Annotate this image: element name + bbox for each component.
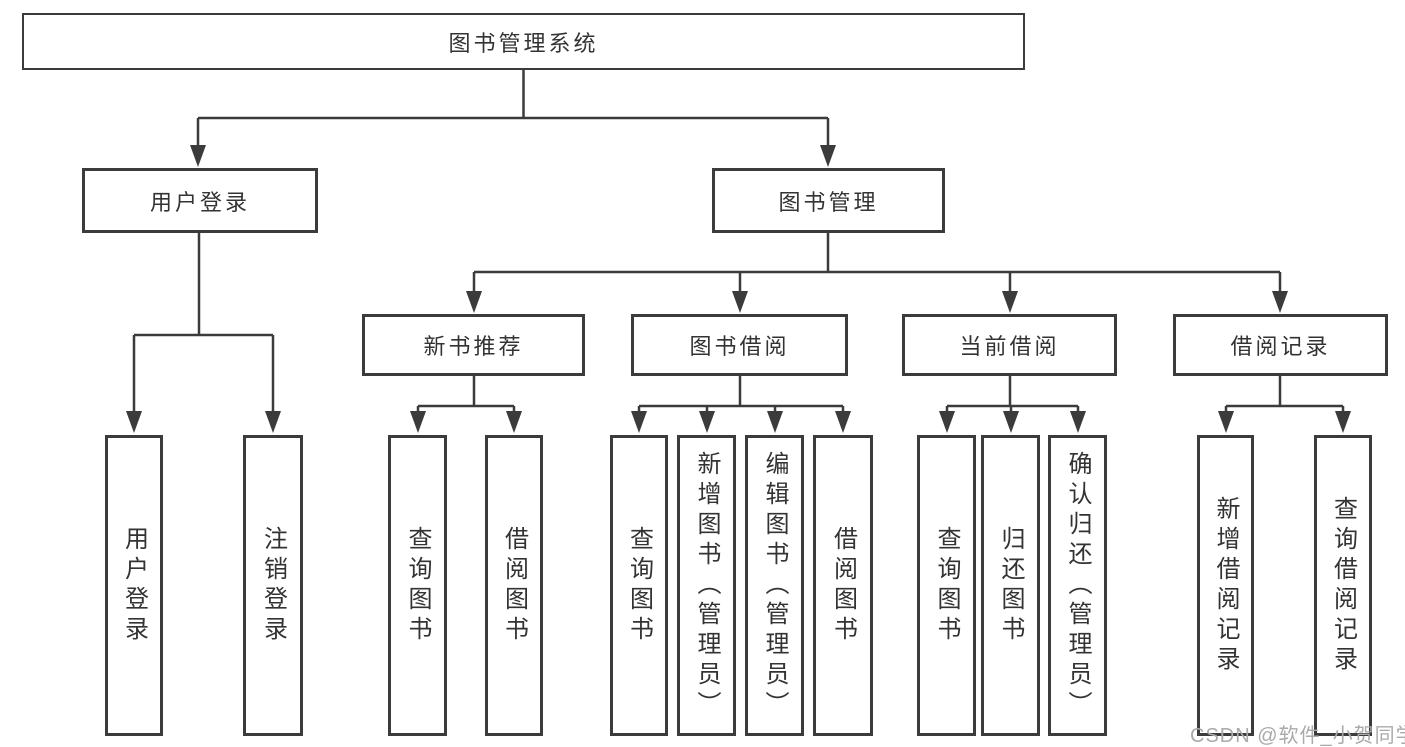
node-new-book-recommend-label: 新书推荐 xyxy=(423,334,524,359)
node-root-label: 图书管理系统 xyxy=(448,30,599,56)
node-borrow-records-label: 借阅记录 xyxy=(1230,334,1331,359)
watermark: CSDN @软件_小贺同学 xyxy=(1190,725,1405,747)
node-new-book-recommend: 新书推荐 xyxy=(362,314,585,376)
leaf-edit-books-admin-label: 编辑图书（管理员） xyxy=(761,450,788,721)
leaf-query-borrow-record: 查询借阅记录 xyxy=(1314,435,1372,736)
leaf-recommend-borrow-books-label: 借阅图书 xyxy=(500,525,528,646)
leaf-confirm-return-admin: 确认归还（管理员） xyxy=(1048,435,1107,736)
leaf-query-borrow-record-label: 查询借阅记录 xyxy=(1329,495,1357,676)
leaf-confirm-return-admin-label: 确认归还（管理员） xyxy=(1064,450,1091,721)
node-book-borrowing-label: 图书借阅 xyxy=(689,334,790,359)
leaf-edit-books-admin: 编辑图书（管理员） xyxy=(745,435,804,736)
arrowheads xyxy=(126,145,1351,433)
node-current-borrowing-label: 当前借阅 xyxy=(959,334,1060,359)
leaf-borrowing-borrow-books-label: 借阅图书 xyxy=(829,525,857,646)
leaf-current-query-books-label: 查询图书 xyxy=(933,525,960,646)
leaf-recommend-borrow-books: 借阅图书 xyxy=(485,435,543,736)
leaf-add-books-admin-label: 新增图书（管理员） xyxy=(693,450,720,721)
node-user-login-label: 用户登录 xyxy=(149,189,250,215)
leaf-return-books: 归还图书 xyxy=(981,435,1040,736)
node-root: 图书管理系统 xyxy=(22,13,1025,70)
leaf-borrowing-query-books-label: 查询图书 xyxy=(625,525,653,646)
node-book-borrowing: 图书借阅 xyxy=(631,314,848,376)
node-book-management-label: 图书管理 xyxy=(778,189,879,215)
leaf-add-books-admin: 新增图书（管理员） xyxy=(677,435,736,736)
node-current-borrowing: 当前借阅 xyxy=(902,314,1117,376)
node-book-management: 图书管理 xyxy=(712,168,945,233)
leaf-user-login-label: 用户登录 xyxy=(120,525,148,646)
node-user-login: 用户登录 xyxy=(82,168,318,233)
leaf-add-borrow-record: 新增借阅记录 xyxy=(1197,435,1254,736)
leaf-return-books-label: 归还图书 xyxy=(997,525,1024,646)
leaf-user-login: 用户登录 xyxy=(105,435,163,736)
leaf-recommend-query-books: 查询图书 xyxy=(388,435,447,736)
leaf-add-borrow-record-label: 新增借阅记录 xyxy=(1212,495,1239,676)
leaf-borrowing-query-books: 查询图书 xyxy=(610,435,668,736)
leaf-logout: 注销登录 xyxy=(243,435,303,736)
leaf-borrowing-borrow-books: 借阅图书 xyxy=(813,435,873,736)
leaf-current-query-books: 查询图书 xyxy=(917,435,976,736)
node-borrow-records: 借阅记录 xyxy=(1173,314,1388,376)
leaf-recommend-query-books-label: 查询图书 xyxy=(404,525,431,646)
leaf-logout-label: 注销登录 xyxy=(259,525,287,646)
